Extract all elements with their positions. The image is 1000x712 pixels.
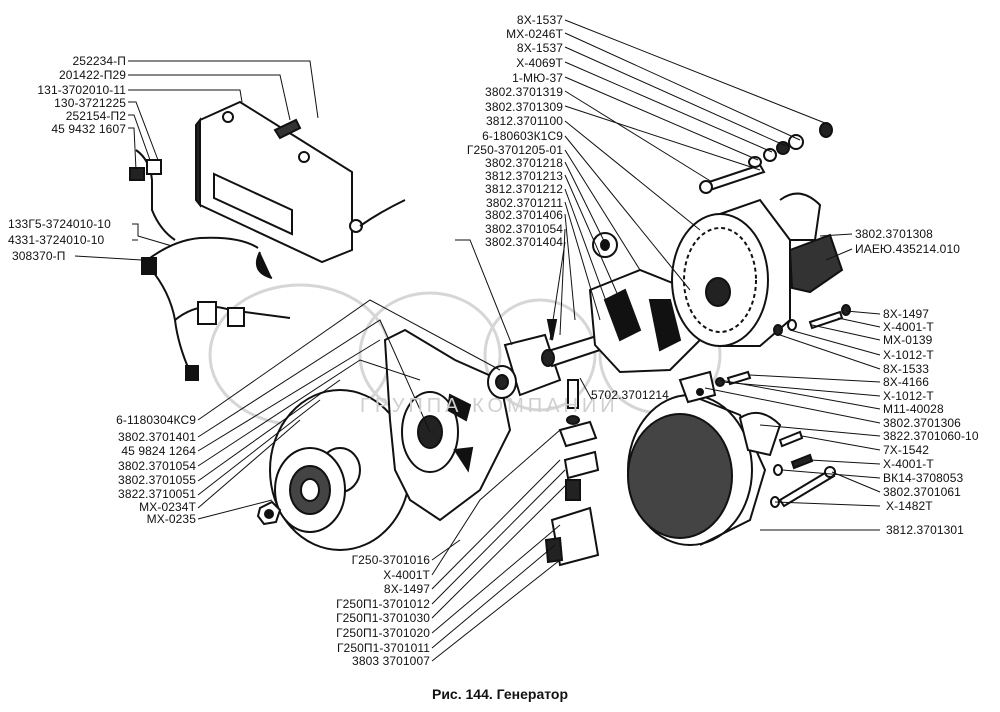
part-label: 3812.3701213 — [485, 169, 563, 183]
part-label: 3812.3701212 — [485, 182, 563, 196]
part-label: 3802.3701218 — [485, 156, 563, 170]
part-label: 3802.3701309 — [485, 100, 563, 114]
part-label: 3802.3701306 — [883, 416, 961, 430]
part-label: 3822.3710051 — [118, 487, 196, 501]
part-label: 3802.3701401 — [118, 430, 196, 444]
part-label: 130-3721225 — [54, 96, 126, 110]
voltage-regulator — [195, 100, 406, 279]
part-label: МХ-0246Т — [506, 27, 563, 41]
part-label: 45 9432 1607 — [51, 122, 126, 136]
part-label: 8Х-1497 — [883, 307, 930, 321]
part-label: ВК14-3708053 — [883, 471, 964, 485]
part-label: 6-180603К1С9 — [482, 129, 563, 143]
pulley-fan-assembly — [256, 389, 411, 551]
part-label: Г250-3701016 — [351, 553, 430, 567]
part-label: 8Х-4166 — [883, 375, 930, 389]
part-label: 3812.3701301 — [886, 523, 964, 537]
part-label: 131-3702010-11 — [37, 83, 126, 97]
part-label: 3803 3701007 — [352, 654, 430, 668]
part-label: 3802.3701406 — [485, 208, 563, 222]
part-label: 4331-3724010-10 — [8, 233, 105, 247]
part-label: 252234-П — [72, 54, 126, 68]
part-label: Г250П1-3701020 — [336, 626, 430, 640]
part-label: Х-4001Т — [383, 568, 430, 582]
bearing-shaft — [487, 333, 608, 399]
part-label: 3802.3701308 — [855, 227, 933, 241]
part-label: 7Х-1542 — [883, 443, 930, 457]
part-label: ИАЕЮ.435214.010 — [855, 242, 960, 256]
part-label: 3802.3701054 — [485, 222, 563, 236]
part-label: МХ-0235 — [146, 512, 196, 526]
part-label: Х-4001-Т — [883, 457, 934, 471]
part-label: Х-1012-Т — [883, 389, 934, 403]
part-label: 133Г5-3724010-10 — [8, 217, 111, 231]
wiring-harness — [129, 149, 291, 381]
part-label: 3802.3701055 — [118, 473, 196, 487]
part-label: 8Х-1537 — [516, 13, 563, 27]
part-label: 6-1180304КС9 — [116, 413, 196, 427]
part-label: Х-1012-Т — [883, 348, 934, 362]
figure-caption: Рис. 144. Генератор — [431, 686, 568, 702]
part-label: 3802.3701061 — [883, 485, 961, 499]
part-label: 3802.3701404 — [485, 235, 563, 249]
part-label: 3812.3701100 — [485, 114, 563, 128]
part-label: 1-МЮ-37 — [512, 71, 563, 85]
part-label: 8Х-1533 — [883, 362, 930, 376]
part-label: Г250-3701205-01 — [466, 143, 563, 157]
part-label: Г250П1-3701011 — [336, 641, 430, 655]
part-label: 8Х-1497 — [383, 582, 430, 596]
stator — [671, 192, 844, 347]
part-label: 201422-П29 — [58, 68, 126, 82]
part-label: 3802.3701054 — [118, 459, 196, 473]
small-fasteners — [715, 304, 851, 508]
part-label-diode-bridge: 5702.3701214 — [591, 388, 669, 402]
part-label: 3822.3701060-10 — [883, 429, 979, 443]
part-label: Х-4001-Т — [883, 320, 934, 334]
leader-lines — [74, 19, 881, 662]
part-label: Г250П1-3701012 — [336, 597, 430, 611]
part-label: 3802.3701211 — [485, 196, 563, 210]
watermark-text: ГРУППА КОМПАНИЙ — [360, 395, 619, 417]
part-label: Х-4069Т — [516, 56, 563, 70]
rear-cover — [627, 370, 782, 546]
through-bolt-washers — [699, 122, 833, 194]
part-label: 45 9824 1264 — [121, 444, 196, 458]
part-label: Г250П1-3701030 — [336, 611, 430, 625]
part-label: М11-40028 — [883, 402, 944, 416]
part-label: 252154-П2 — [65, 109, 126, 123]
part-label: МХ-0234Т — [139, 500, 196, 514]
part-label: МХ-0139 — [883, 333, 933, 347]
part-label: 8Х-1537 — [516, 41, 563, 55]
part-label: 3802.3701319 — [485, 85, 563, 99]
part-label: Х-1482Т — [886, 499, 933, 513]
part-label: 308370-П — [12, 249, 66, 263]
brush-holder-parts — [544, 319, 600, 567]
